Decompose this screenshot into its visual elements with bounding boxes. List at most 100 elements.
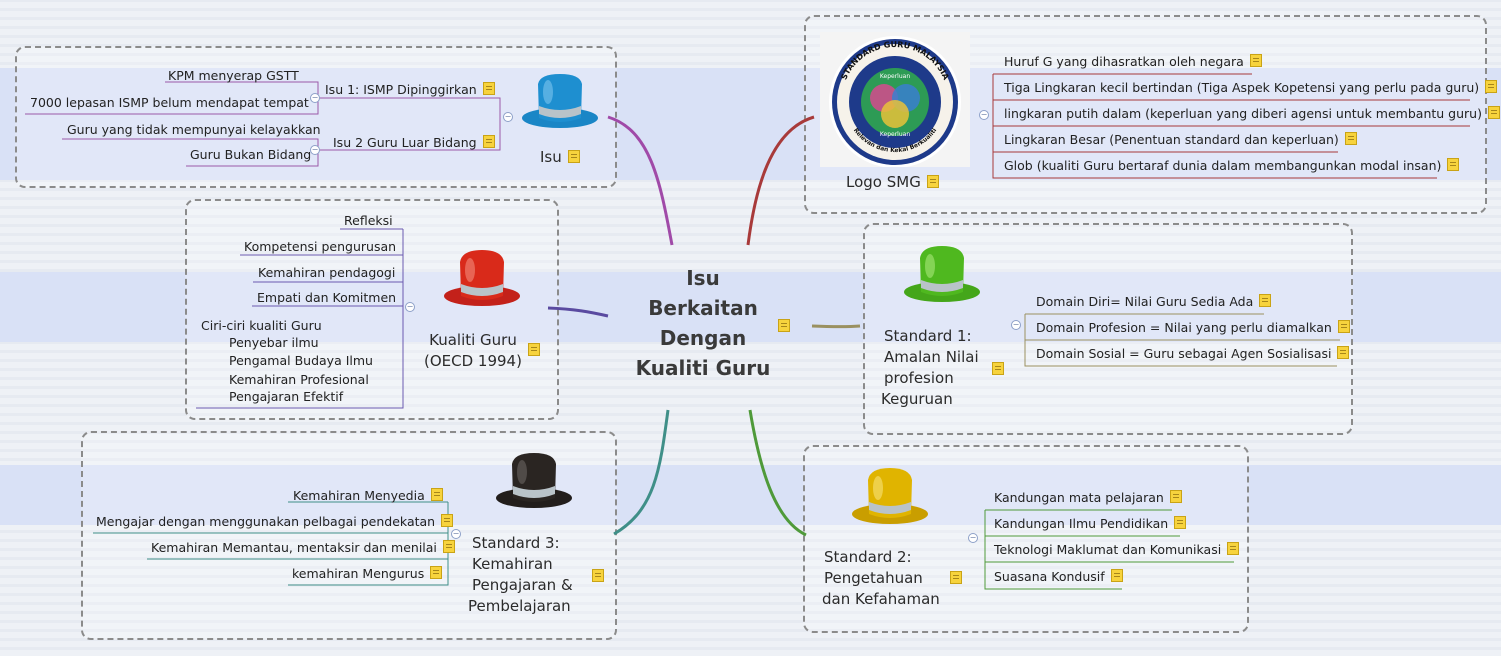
note-icon[interactable] — [1227, 542, 1239, 555]
standard3-item-4[interactable]: kemahiran Mengurus — [292, 566, 442, 582]
hat-icon-black — [496, 453, 572, 508]
isu-topic[interactable]: Isu — [540, 147, 580, 168]
standard2-item-1[interactable]: Kandungan mata pelajaran — [994, 490, 1182, 506]
note-icon[interactable] — [592, 569, 604, 582]
standard1-item-3-text: Domain Sosial = Guru sebagai Agen Sosial… — [1036, 346, 1331, 361]
center-line-2: Berkaitan — [618, 293, 788, 323]
isu2-item-2[interactable]: Guru Bukan Bidang — [190, 147, 311, 163]
logo-item-4[interactable]: Lingkaran Besar (Penentuan standard dan … — [1004, 132, 1357, 148]
note-icon[interactable] — [441, 514, 453, 527]
standard3-item-1[interactable]: Kemahiran Menyedia — [293, 488, 443, 504]
standard2-line-1: Standard 2: — [824, 547, 940, 568]
collapse-icon[interactable]: − — [979, 110, 989, 120]
note-icon[interactable] — [1488, 106, 1500, 119]
standard1-topic[interactable]: Standard 1: Amalan Nilai profesion Kegur… — [884, 326, 979, 410]
standard1-item-3[interactable]: Domain Sosial = Guru sebagai Agen Sosial… — [1036, 346, 1349, 362]
standard1-line-2: Amalan Nilai — [884, 347, 979, 368]
center-line-4: Kualiti Guru — [618, 353, 788, 383]
standard3-item-1-text: Kemahiran Menyedia — [293, 488, 425, 503]
note-icon[interactable] — [1111, 569, 1123, 582]
logo-item-1-text: Huruf G yang dihasratkan oleh negara — [1004, 54, 1244, 69]
logo-item-5[interactable]: Glob (kualiti Guru bertaraf dunia dalam … — [1004, 158, 1459, 174]
logo-item-3[interactable]: lingkaran putih dalam (keperluan yang di… — [1004, 106, 1500, 122]
isu1-item-2[interactable]: 7000 lepasan ISMP belum mendapat tempat — [30, 95, 309, 111]
center-line-3: Dengan — [618, 323, 788, 353]
standard1-item-1[interactable]: Domain Diri= Nilai Guru Sedia Ada — [1036, 294, 1271, 310]
standard2-item-3-text: Teknologi Maklumat dan Komunikasi — [994, 542, 1221, 557]
standard2-item-3[interactable]: Teknologi Maklumat dan Komunikasi — [994, 542, 1239, 558]
kualiti-item-4[interactable]: Empati dan Komitmen — [257, 290, 396, 306]
standard2-line-3: dan Kefahaman — [822, 589, 940, 610]
isu2-text: Isu 2 Guru Luar Bidang — [333, 135, 477, 150]
collapse-icon[interactable]: − — [405, 302, 415, 312]
logo-topic[interactable]: Logo SMG — [846, 172, 939, 193]
collapse-icon[interactable]: − — [968, 533, 978, 543]
note-icon[interactable] — [1345, 132, 1357, 145]
central-topic[interactable]: Isu Berkaitan Dengan Kualiti Guru — [618, 263, 788, 383]
note-icon[interactable] — [1250, 54, 1262, 67]
standard1-line-1: Standard 1: — [884, 326, 979, 347]
collapse-icon[interactable]: − — [310, 145, 320, 155]
standard3-item-3[interactable]: Kemahiran Memantau, mentaksir dan menila… — [151, 540, 455, 556]
note-icon[interactable] — [950, 571, 962, 584]
standard2-item-2[interactable]: Kandungan Ilmu Pendidikan — [994, 516, 1186, 532]
kualiti-item-1[interactable]: Refleksi — [344, 213, 393, 229]
standard1-line-4: Keguruan — [881, 389, 979, 410]
note-icon[interactable] — [1338, 320, 1350, 333]
note-icon[interactable] — [483, 135, 495, 148]
kualiti-topic[interactable]: Kualiti Guru (OECD 1994) — [424, 330, 522, 372]
isu1-label[interactable]: Isu 1: ISMP Dipinggirkan — [325, 82, 495, 98]
note-icon[interactable] — [992, 362, 1004, 375]
kualiti-topic-line-2: (OECD 1994) — [424, 352, 522, 370]
isu1-text: Isu 1: ISMP Dipinggirkan — [325, 82, 477, 97]
note-icon[interactable] — [568, 150, 580, 163]
note-icon[interactable] — [1259, 294, 1271, 307]
note-icon[interactable] — [430, 566, 442, 579]
standard1-item-2[interactable]: Domain Profesion = Nilai yang perlu diam… — [1036, 320, 1350, 336]
collapse-icon[interactable]: − — [451, 529, 461, 539]
note-icon[interactable] — [778, 319, 790, 332]
kualiti-topic-line-1: Kualiti Guru — [424, 330, 522, 351]
kualiti-item-3[interactable]: Kemahiran pendagogi — [258, 265, 395, 281]
kualiti-ciri-title[interactable]: Ciri-ciri kualiti Guru — [201, 318, 322, 334]
standard3-item-2[interactable]: Mengajar dengan menggunakan pelbagai pen… — [96, 514, 453, 530]
standard1-item-1-text: Domain Diri= Nilai Guru Sedia Ada — [1036, 294, 1253, 309]
note-icon[interactable] — [1337, 346, 1349, 359]
isu1-item-1[interactable]: KPM menyerap GSTT — [168, 68, 299, 84]
standard3-item-3-text: Kemahiran Memantau, mentaksir dan menila… — [151, 540, 437, 555]
standard3-line-1: Standard 3: — [472, 533, 573, 554]
collapse-icon[interactable]: − — [310, 93, 320, 103]
logo-item-2[interactable]: Tiga Lingkaran kecil bertindan (Tiga Asp… — [1004, 80, 1497, 96]
standard3-line-4: Pembelajaran — [468, 596, 573, 617]
standard2-topic[interactable]: Standard 2: Pengetahuan dan Kefahaman — [822, 547, 940, 610]
isu-topic-label: Isu — [540, 148, 562, 166]
hat-icon-green — [904, 246, 980, 302]
kualiti-ciri-2: Pengamal Budaya Ilmu — [229, 353, 373, 369]
standard2-item-1-text: Kandungan mata pelajaran — [994, 490, 1164, 505]
note-icon[interactable] — [483, 82, 495, 95]
kualiti-item-2[interactable]: Kompetensi pengurusan — [244, 239, 396, 255]
collapse-icon[interactable]: − — [503, 112, 513, 122]
note-icon[interactable] — [528, 343, 540, 356]
note-icon[interactable] — [443, 540, 455, 553]
note-icon[interactable] — [1485, 80, 1497, 93]
hat-icon-red — [444, 250, 520, 306]
isu2-item-1[interactable]: Guru yang tidak mempunyai kelayakkan — [67, 122, 321, 138]
note-icon[interactable] — [927, 175, 939, 188]
note-icon[interactable] — [431, 488, 443, 501]
collapse-icon[interactable]: − — [1011, 320, 1021, 330]
smg-logo-image: STANDARD GURU MALAYSIA Relevan dan Kekal… — [820, 32, 970, 167]
standard1-item-2-text: Domain Profesion = Nilai yang perlu diam… — [1036, 320, 1332, 335]
standard3-topic[interactable]: Standard 3: Kemahiran Pengajaran & Pembe… — [468, 533, 573, 617]
standard2-item-4[interactable]: Suasana Kondusif — [994, 569, 1123, 585]
logo-item-5-text: Glob (kualiti Guru bertaraf dunia dalam … — [1004, 158, 1441, 173]
hat-icon-blue — [522, 74, 598, 128]
isu2-label[interactable]: Isu 2 Guru Luar Bidang — [333, 135, 495, 151]
kualiti-ciri-3: Kemahiran Profesional — [229, 372, 369, 388]
standard2-item-2-text: Kandungan Ilmu Pendidikan — [994, 516, 1168, 531]
logo-item-1[interactable]: Huruf G yang dihasratkan oleh negara — [1004, 54, 1262, 70]
logo-item-2-text: Tiga Lingkaran kecil bertindan (Tiga Asp… — [1004, 80, 1479, 95]
note-icon[interactable] — [1170, 490, 1182, 503]
note-icon[interactable] — [1174, 516, 1186, 529]
note-icon[interactable] — [1447, 158, 1459, 171]
